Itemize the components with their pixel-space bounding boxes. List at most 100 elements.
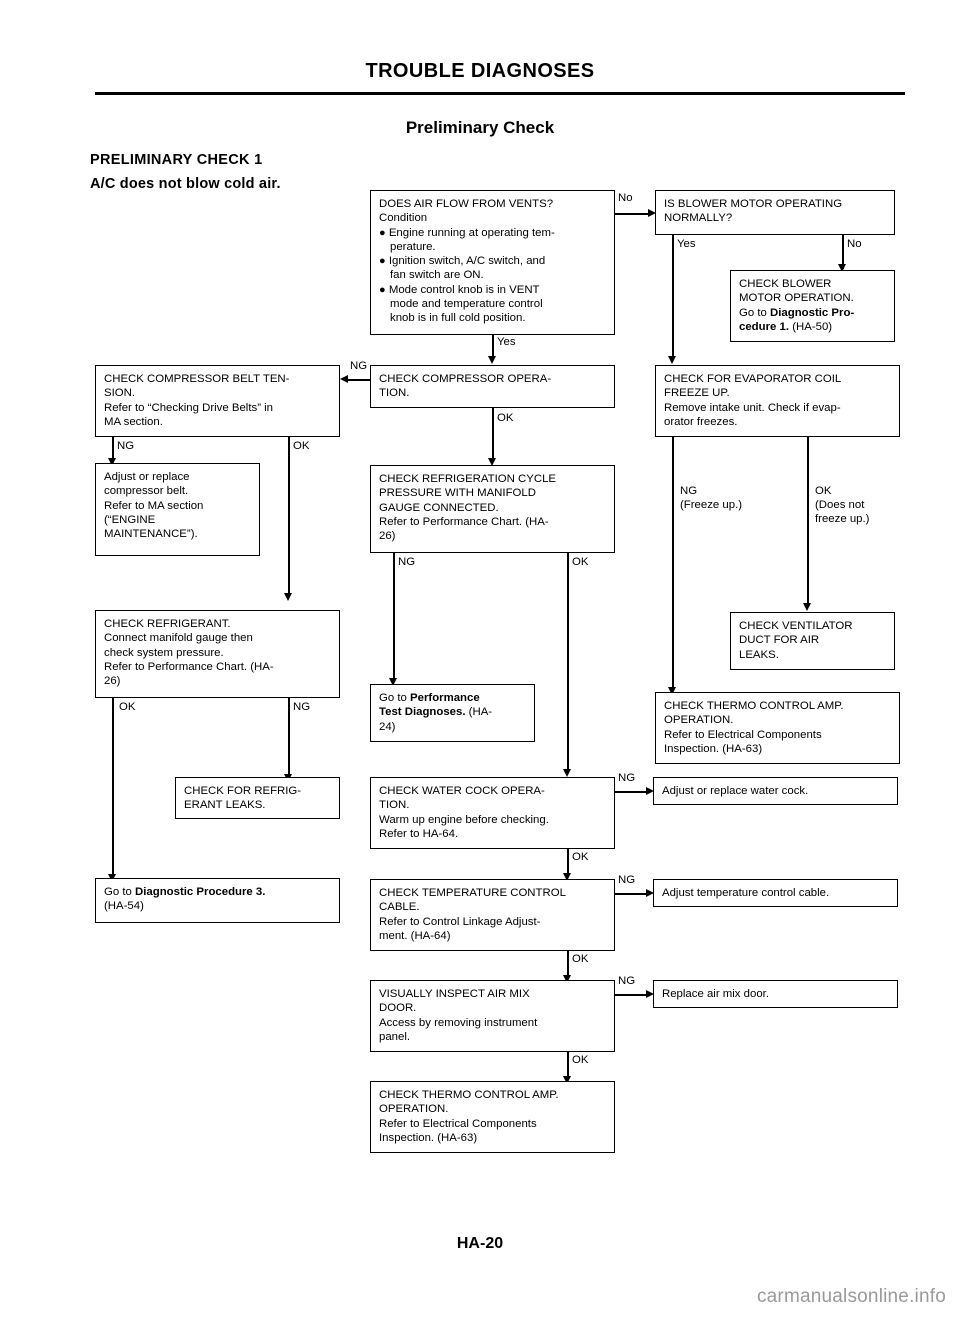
- box-line: Adjust or replace: [104, 471, 190, 483]
- box-line: Adjust temperature control cable.: [662, 887, 830, 899]
- connector-tempcable-ok: [567, 951, 569, 979]
- box-line: Adjust or replace water cock.: [662, 785, 809, 797]
- box-line: CHECK THERMO CONTROL AMP.: [664, 700, 844, 712]
- edge-label-ng-refrigerant: NG: [293, 701, 311, 713]
- box-line: Connect manifold gauge then: [104, 632, 253, 645]
- box-line: Go to: [379, 692, 411, 704]
- box-bullet: ● Ignition switch, A/C switch, and: [379, 254, 607, 268]
- edge-label-ok-freeze-note2: freeze up.): [815, 513, 870, 525]
- arrow-down-icon: [563, 769, 571, 777]
- connector-evaporator-ng: [672, 437, 674, 691]
- edge-label-ok-cycle: OK: [572, 556, 589, 568]
- box-line-bold: Performance: [410, 692, 480, 704]
- box-line: SION.: [104, 387, 136, 400]
- box-line: OPERATION.: [379, 1103, 449, 1116]
- bullet-dot-icon: ●: [379, 226, 386, 239]
- page-header: TROUBLE DIAGNOSES: [0, 60, 960, 83]
- arrow-right-icon: [646, 889, 654, 897]
- bullet-dot-icon: ●: [379, 255, 386, 268]
- box-line: CHECK REFRIGERANT.: [104, 618, 231, 630]
- connector-cycle-ok: [567, 553, 569, 773]
- bullet-dot-icon: ●: [379, 283, 386, 296]
- box-line: CHECK TEMPERATURE CONTROL: [379, 887, 566, 899]
- box-line: FREEZE UP.: [664, 387, 730, 400]
- box-line: orator freezes.: [664, 415, 738, 428]
- edge-label-ng-cycle: NG: [398, 556, 416, 568]
- box-line-bold: Test Diagnoses.: [379, 706, 466, 719]
- symptom-subheading: A/C does not blow cold air.: [90, 176, 281, 192]
- box-line: DUCT FOR AIR: [739, 634, 820, 647]
- edge-label-no-1: No: [618, 192, 633, 204]
- arrow-down-icon: [563, 873, 571, 881]
- arrow-down-icon: [563, 975, 571, 983]
- flow-box-check-refrigeration-cycle-pressure: CHECK REFRIGERATION CYCLE PRESSURE WITH …: [370, 465, 615, 553]
- box-line: 24): [379, 720, 396, 733]
- edge-label-ng-belt-out: NG: [117, 440, 135, 452]
- edge-label-ng-belt-in: NG: [350, 360, 368, 372]
- box-line: DOOR.: [379, 1002, 417, 1015]
- box-line: MA section.: [104, 415, 163, 428]
- box-line: (“ENGINE: [104, 513, 156, 526]
- arrow-down-icon: [563, 1076, 571, 1084]
- arrow-down-icon: [838, 264, 846, 272]
- box-line: NORMALLY?: [664, 212, 733, 225]
- flow-box-replace-air-mix-door: Replace air mix door.: [653, 980, 898, 1008]
- box-line: CABLE.: [379, 901, 420, 914]
- box-line: Refer to Performance Chart. (HA-: [104, 660, 274, 673]
- box-line: Refer to MA section: [104, 499, 204, 512]
- section-title: Preliminary Check: [405, 118, 555, 137]
- box-bullet: ● Mode control knob is in VENT: [379, 283, 607, 297]
- header-rule: [95, 92, 905, 95]
- box-line: Refer to Control Linkage Adjust-: [379, 915, 541, 928]
- box-line: CHECK FOR REFRIG-: [184, 785, 302, 797]
- edge-label-ng-freeze: NG: [680, 485, 698, 497]
- box-line: Ignition switch, A/C switch, and: [388, 255, 546, 268]
- box-line: LEAKS.: [739, 648, 779, 661]
- connector-compressor-ng: [348, 379, 372, 381]
- box-line-bold: Diagnostic Procedure 3.: [135, 886, 266, 898]
- flow-box-check-blower-motor-operation: CHECK BLOWER MOTOR OPERATION. Go to Diag…: [730, 270, 895, 342]
- box-line: 26): [379, 530, 396, 543]
- box-line: IS BLOWER MOTOR OPERATING: [664, 198, 843, 210]
- box-line: CHECK REFRIGERATION CYCLE: [379, 473, 556, 485]
- arrow-down-icon: [284, 593, 292, 601]
- box-line: Go to: [739, 306, 771, 319]
- edge-label-ok-freeze: OK: [815, 485, 832, 497]
- preliminary-check-heading: PRELIMINARY CHECK 1: [90, 152, 263, 168]
- flow-box-check-thermo-control-amp-bottom: CHECK THERMO CONTROL AMP. OPERATION. Ref…: [370, 1081, 615, 1153]
- connector-tempcable-ng: [615, 893, 648, 895]
- box-line: CHECK THERMO CONTROL AMP.: [379, 1089, 559, 1101]
- box-line: MAINTENANCE”).: [104, 528, 198, 541]
- box-line: Refer to Electrical Components: [379, 1117, 537, 1130]
- connector-cycle-ng: [393, 553, 395, 682]
- connector-blower-yes: [672, 235, 674, 360]
- box-line: CHECK WATER COCK OPERA-: [379, 785, 545, 797]
- box-line: Inspection. (HA-63): [379, 1131, 478, 1144]
- box-line: knob is in full cold position.: [390, 312, 526, 325]
- box-line: panel.: [379, 1030, 411, 1043]
- box-line: ment. (HA-64): [379, 929, 451, 942]
- flow-box-blower-motor-operating: IS BLOWER MOTOR OPERATING NORMALLY?: [655, 190, 895, 235]
- box-line: Condition: [379, 212, 428, 225]
- connector-compressor-ok: [492, 408, 494, 462]
- arrow-down-icon: [803, 603, 811, 611]
- flow-box-check-ventilator-duct: CHECK VENTILATOR DUCT FOR AIR LEAKS.: [730, 612, 895, 670]
- box-line: 26): [104, 675, 121, 688]
- flow-box-check-water-cock-operation: CHECK WATER COCK OPERA- TION. Warm up en…: [370, 777, 615, 849]
- connector-refrigerant-ok: [112, 698, 114, 878]
- box-line-goto: Go to Performance: [379, 691, 527, 705]
- box-line: VISUALLY INSPECT AIR MIX: [379, 988, 530, 1000]
- connector-airmix-ok: [567, 1052, 569, 1080]
- edge-label-yes-1: Yes: [497, 336, 516, 348]
- box-line: MOTOR OPERATION.: [739, 292, 854, 305]
- box-line: Refer to Electrical Components: [664, 728, 822, 741]
- edge-label-ng-watercock: NG: [618, 772, 636, 784]
- box-line: TION.: [379, 799, 410, 812]
- edge-label-ok-airmix: OK: [572, 1054, 589, 1066]
- box-line: perature.: [390, 240, 436, 253]
- arrow-down-icon: [108, 458, 116, 466]
- edge-label-ng-freeze-note: (Freeze up.): [680, 499, 743, 511]
- box-line: Access by removing instrument: [379, 1016, 538, 1029]
- box-line: Inspection. (HA-63): [664, 742, 763, 755]
- box-line-goto: Go to Diagnostic Procedure 3.: [104, 885, 332, 899]
